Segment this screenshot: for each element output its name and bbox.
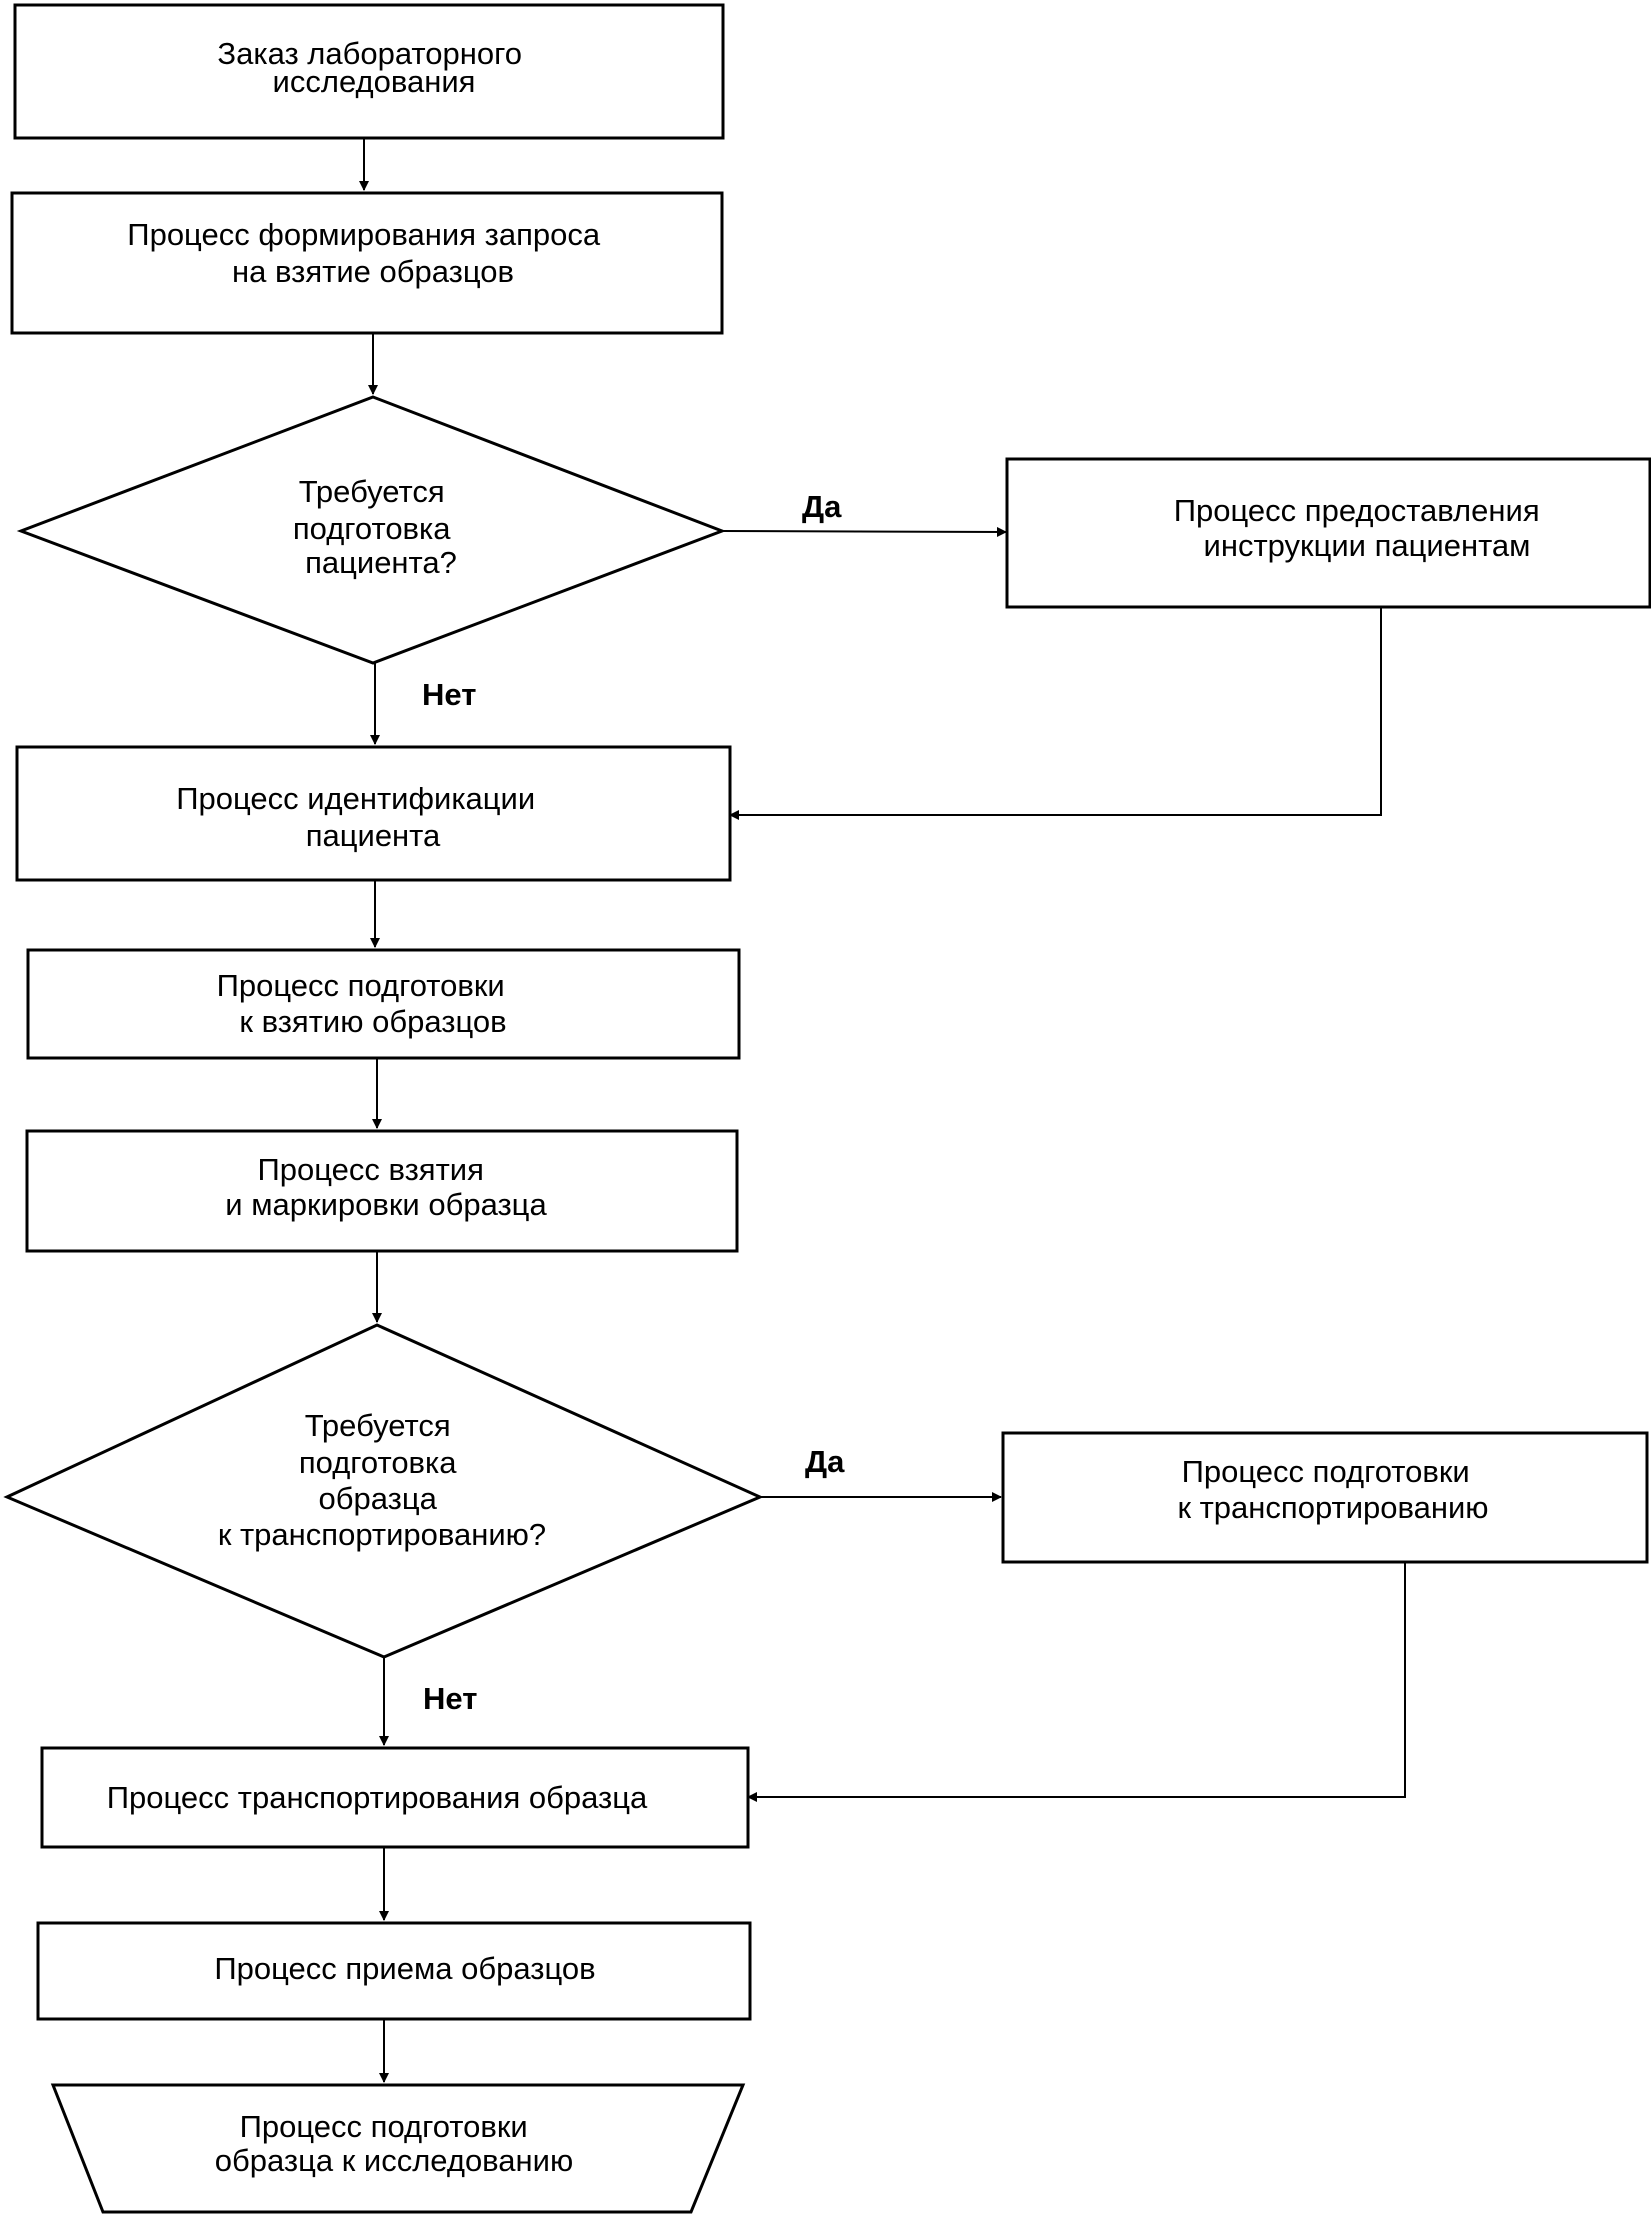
- node-request-text: Процесс формирования запроса на взятие о…: [127, 217, 608, 289]
- node-prep-collection-line-1: Процесс подготовки: [217, 968, 505, 1003]
- node-identification-line-1: Процесс идентификации: [176, 781, 535, 816]
- node-order-line-1: Заказ лабораторного: [217, 36, 522, 71]
- node-decision-patient-diamond: [16, 395, 727, 665]
- node-collection-text: Процесс взятия и маркировки образца: [225, 1152, 547, 1222]
- node-decision-transport-diamond: [3, 1323, 764, 1659]
- edge-label-transport-no: Нет: [423, 1681, 477, 1716]
- edge-labels: Да Нет Да Нет: [422, 489, 845, 1716]
- node-collection-line-2: и маркировки образца: [225, 1187, 547, 1222]
- node-order-box: [13, 3, 725, 140]
- node-request-box: [10, 191, 724, 335]
- connectors: [359, 138, 1406, 2083]
- node-identification-box: [15, 745, 732, 882]
- node-reception-box: [36, 1921, 752, 2021]
- node-decision-patient-line-2: подготовка: [293, 511, 451, 546]
- node-request-line-1: Процесс формирования запроса: [127, 217, 601, 252]
- node-texts: Заказ лабораторного исследования Процесс…: [107, 36, 1548, 2178]
- node-prep-collection-line-2: к взятию образцов: [239, 1004, 506, 1039]
- node-collection-line-1: Процесс взятия: [257, 1152, 483, 1187]
- node-decision-patient-line-3: пациента?: [305, 545, 457, 580]
- arrow-prep-transport-to-transport: [747, 1562, 1406, 1802]
- node-identification-text: Процесс идентификации пациента: [176, 781, 544, 853]
- node-prep-analysis-text: Процесс подготовки образца к исследовани…: [215, 2109, 573, 2178]
- node-prep-transport-line-2: к транспортированию: [1177, 1490, 1488, 1525]
- node-shapes: [3, 3, 1651, 2214]
- edge-label-patient-yes: Да: [802, 489, 842, 524]
- node-decision-patient-text: Требуется подготовка пациента?: [293, 474, 459, 580]
- arrow-instructions-to-identification: [729, 607, 1382, 820]
- node-identification-line-2: пациента: [306, 818, 441, 853]
- node-transport-text: Процесс транспортирования образца: [107, 1780, 648, 1815]
- node-decision-patient-line-1: Требуется: [299, 474, 445, 509]
- edge-label-transport-yes: Да: [805, 1444, 845, 1479]
- node-instructions-line-1: Процесс предоставления: [1174, 493, 1540, 528]
- node-prep-analysis-trapezoid: [50, 2083, 746, 2214]
- node-instructions-line-2: инструкции пациентам: [1204, 528, 1531, 563]
- node-request-line-2: на взятие образцов: [232, 254, 514, 289]
- arrow-decision-patient-yes: [721, 526, 1007, 537]
- node-prep-collection-box: [26, 948, 741, 1060]
- node-decision-transport-line-2: подготовка: [299, 1445, 457, 1480]
- node-prep-transport-box: [1001, 1431, 1649, 1564]
- node-order-line-2: исследования: [273, 64, 476, 99]
- node-reception-line-1: Процесс приема образцов: [214, 1951, 595, 1986]
- node-collection-box: [25, 1129, 739, 1253]
- node-decision-transport-text: Требуется подготовка образца к транспорт…: [218, 1408, 546, 1552]
- node-reception-text: Процесс приема образцов: [214, 1951, 595, 1986]
- node-prep-transport-line-1: Процесс подготовки: [1182, 1454, 1470, 1489]
- edge-label-patient-no: Нет: [422, 677, 476, 712]
- node-decision-transport-line-1: Требуется: [305, 1408, 451, 1443]
- node-transport-line-1: Процесс транспортирования образца: [107, 1780, 648, 1815]
- node-decision-transport-line-4: к транспортированию?: [218, 1517, 546, 1552]
- node-instructions-text: Процесс предоставления инструкции пациен…: [1174, 493, 1548, 563]
- node-decision-transport-line-3: образца: [319, 1481, 438, 1516]
- node-prep-collection-text: Процесс подготовки к взятию образцов: [217, 968, 514, 1039]
- node-transport-box: [40, 1746, 750, 1849]
- node-prep-analysis-line-2: образца к исследованию: [215, 2143, 573, 2178]
- node-instructions-box: [1005, 457, 1651, 609]
- node-order-text: Заказ лабораторного исследования: [217, 36, 530, 99]
- node-prep-transport-text: Процесс подготовки к транспортированию: [1177, 1454, 1488, 1525]
- node-prep-analysis-line-1: Процесс подготовки: [240, 2109, 528, 2144]
